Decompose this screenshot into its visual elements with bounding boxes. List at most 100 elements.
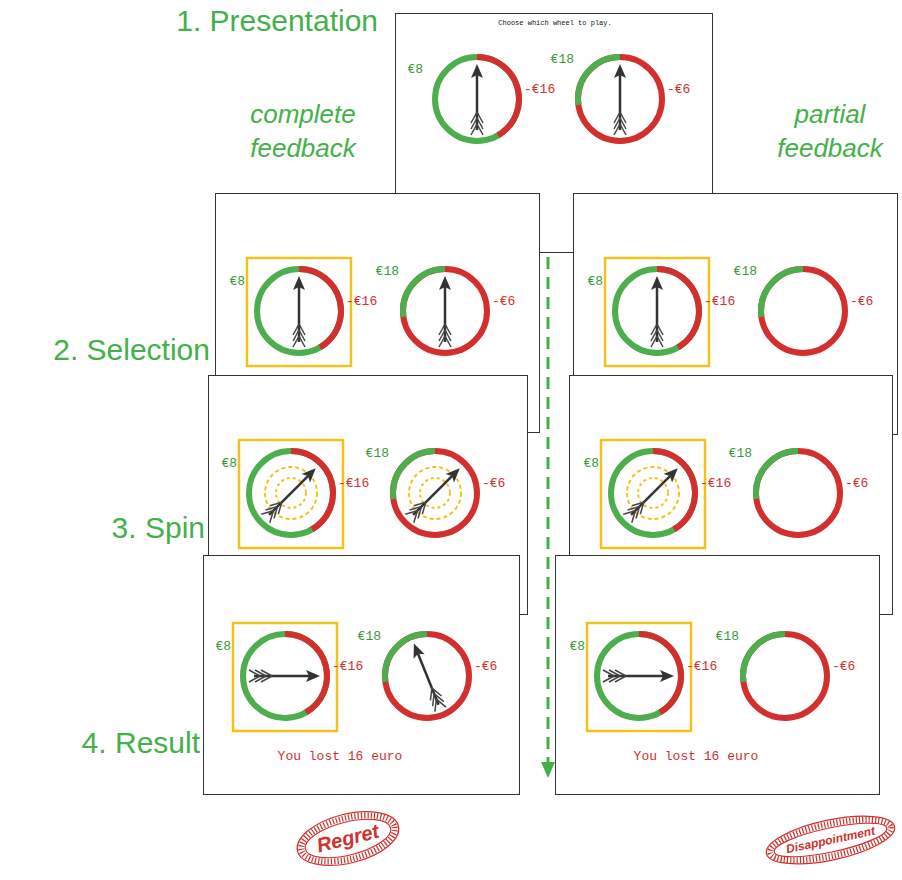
payoff-amount: -€6 (850, 294, 873, 309)
arrow-fletch (603, 676, 614, 682)
wheel-segment (743, 634, 785, 682)
arrow-fletch (603, 670, 614, 676)
wheel-arrow (408, 641, 446, 711)
step-label: 1. Presentation (176, 4, 378, 38)
payoff-amount: €18 (551, 52, 574, 67)
wheel-ring (756, 451, 840, 535)
arrow-fletch (477, 112, 483, 123)
arrow-fletch (615, 670, 626, 676)
wheel-segment (761, 269, 803, 317)
step-label: 4. Result (82, 726, 200, 760)
wheel-segment (657, 269, 699, 347)
wheel-segment (653, 451, 695, 529)
arrow-fletch (293, 324, 299, 335)
arrow-fletch (249, 676, 260, 682)
arrow-fletch (471, 112, 477, 123)
arrow-head (408, 641, 424, 658)
arrow-fletch (432, 686, 442, 698)
payoff-amount: €18 (366, 446, 389, 461)
payoff-amount: €8 (229, 274, 245, 289)
wheel-segment (578, 57, 620, 105)
arrow-head (446, 464, 464, 482)
wheel-arrow (261, 464, 320, 523)
payoff-amount: -€6 (492, 294, 515, 309)
dashed-line (547, 257, 550, 764)
arrow-fletch (445, 324, 451, 335)
arrow-fletch (293, 330, 299, 341)
arrow-shaft (631, 476, 670, 515)
payoff-amount: €8 (583, 456, 599, 471)
payoff-amount: -€16 (704, 294, 735, 309)
arrow-fletch (418, 502, 430, 514)
wheel-ring (385, 634, 469, 718)
payoff-amount: €18 (729, 446, 752, 461)
payoff-amount: €8 (407, 62, 423, 77)
payoff-amount: -€16 (524, 82, 555, 97)
arrow-fletch (445, 330, 451, 341)
payoff-amount: -€16 (700, 476, 731, 491)
selection-frame (233, 623, 337, 731)
wheel-segment (393, 451, 435, 499)
arrow-head (306, 670, 320, 682)
stamp-hatching (296, 806, 399, 869)
arrow-head (302, 464, 320, 482)
arrow-shaft (608, 675, 663, 678)
arrow-fletch (445, 336, 451, 347)
wheel-arrow (405, 464, 464, 523)
arrow-fletch (609, 676, 620, 682)
arrow-fletch (249, 670, 260, 676)
payoff-amount: €18 (734, 264, 757, 279)
arrow-fletch (620, 124, 626, 135)
payoff-amount: -€6 (667, 82, 690, 97)
wheel-segment (285, 634, 327, 712)
arrow-fletch (614, 124, 620, 135)
stamp-ring (292, 802, 405, 875)
selection-frame (587, 623, 691, 731)
arrow-fletch (636, 502, 648, 514)
arrow-fletch (657, 324, 663, 335)
arrow-fletch (299, 330, 305, 341)
arrow-shaft (619, 75, 622, 130)
wheel-ring (578, 57, 662, 141)
feedback-label: complete feedback (233, 98, 373, 166)
payoff-amount: -€6 (474, 659, 497, 674)
arrow-fletch (614, 118, 620, 129)
arrow-head (541, 762, 555, 778)
stamp-ring (771, 816, 888, 863)
selection-frame (247, 258, 351, 366)
stamp: Regret (289, 799, 407, 877)
arrow-shaft (413, 476, 452, 515)
arrow-fletch (609, 670, 620, 676)
arrow-head (614, 64, 626, 78)
wheel-segment (756, 451, 798, 499)
arrow-fletch (293, 336, 299, 347)
arrow-fletch (651, 324, 657, 335)
wheel-ring (257, 269, 341, 353)
payoff-amount: -€16 (686, 659, 717, 674)
arrow-fletch (439, 336, 445, 347)
payoff-amount: -€16 (332, 659, 363, 674)
arrow-fletch (274, 502, 286, 514)
wheel-ring (743, 634, 827, 718)
arrow-fletch (651, 330, 657, 341)
payoff-amount: €18 (376, 264, 399, 279)
wheel-ring (761, 269, 845, 353)
payoff-amount: €8 (215, 639, 231, 654)
arrow-fletch (651, 336, 657, 347)
step-label: 2. Selection (53, 333, 210, 367)
wheel-arrow (439, 276, 451, 347)
arrow-fletch (615, 676, 626, 682)
wheel-ring (393, 451, 477, 535)
outcome-text: You lost 16 euro (278, 749, 403, 764)
arrow-fletch (439, 324, 445, 335)
feedback-label: partial feedback (765, 98, 895, 166)
wheel-segment (477, 57, 519, 135)
arrow-fletch (614, 112, 620, 123)
wheel-ring (597, 634, 681, 718)
wheel-arrow (471, 64, 483, 135)
arrow-fletch (255, 670, 266, 676)
wheel-ring (403, 269, 487, 353)
step-label: 3. Spin (112, 511, 205, 545)
wheel-arrow (603, 670, 674, 682)
payoff-amount: €8 (587, 274, 603, 289)
